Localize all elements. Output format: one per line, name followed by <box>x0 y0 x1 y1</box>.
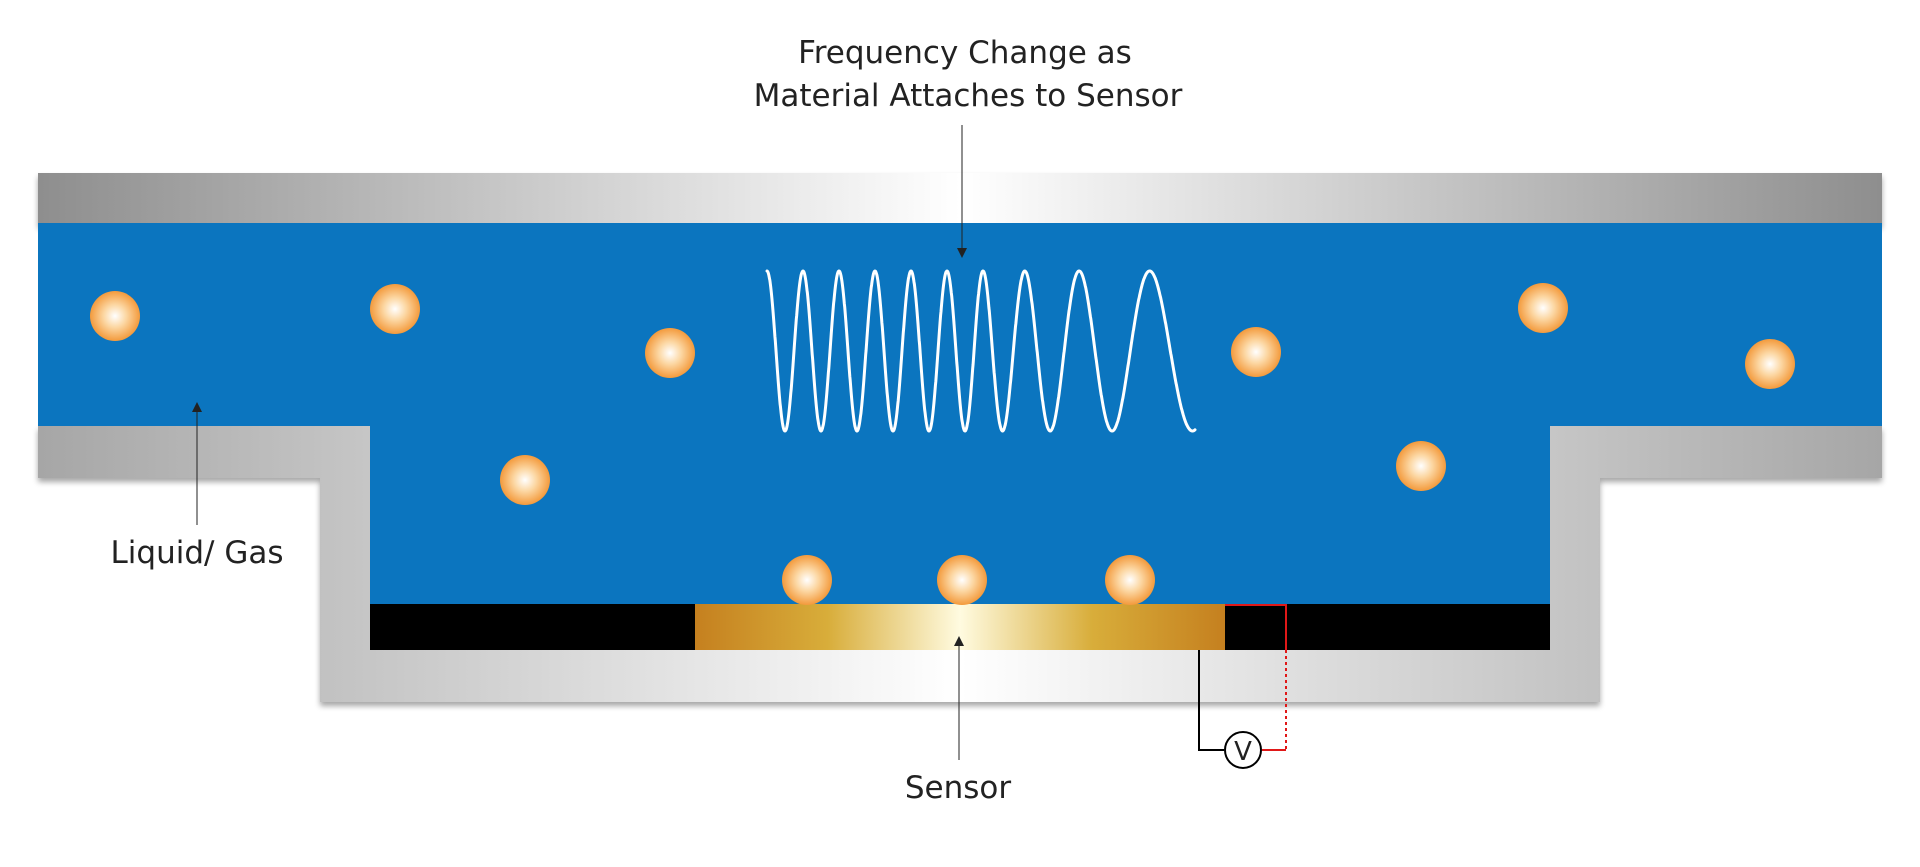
title-line-1: Frequency Change as <box>798 35 1132 71</box>
voltmeter <box>1224 731 1262 769</box>
particle <box>1396 441 1446 491</box>
title-pointer-arrow <box>957 248 967 258</box>
particle <box>937 555 987 605</box>
top-plate <box>38 173 1882 225</box>
medium-label: Liquid/ Gas <box>111 535 284 571</box>
particle <box>1231 327 1281 377</box>
particles-group <box>90 283 1795 605</box>
frequency-wave <box>765 269 1197 433</box>
particle <box>645 328 695 378</box>
particle <box>1105 555 1155 605</box>
title-line-2: Material Attaches to Sensor <box>754 78 1183 114</box>
voltmeter-label: V <box>1234 737 1252 767</box>
circuit-wire-black <box>1198 650 1224 751</box>
particle <box>500 455 550 505</box>
sensor-label: Sensor <box>905 770 1012 806</box>
particle <box>90 291 140 341</box>
medium-pointer-arrow <box>192 402 202 412</box>
particle <box>782 555 832 605</box>
circuit-wire-red <box>1225 604 1287 650</box>
sensor-pointer-arrow <box>954 636 964 646</box>
particle <box>1518 283 1568 333</box>
particle <box>1745 339 1795 389</box>
particle <box>370 284 420 334</box>
